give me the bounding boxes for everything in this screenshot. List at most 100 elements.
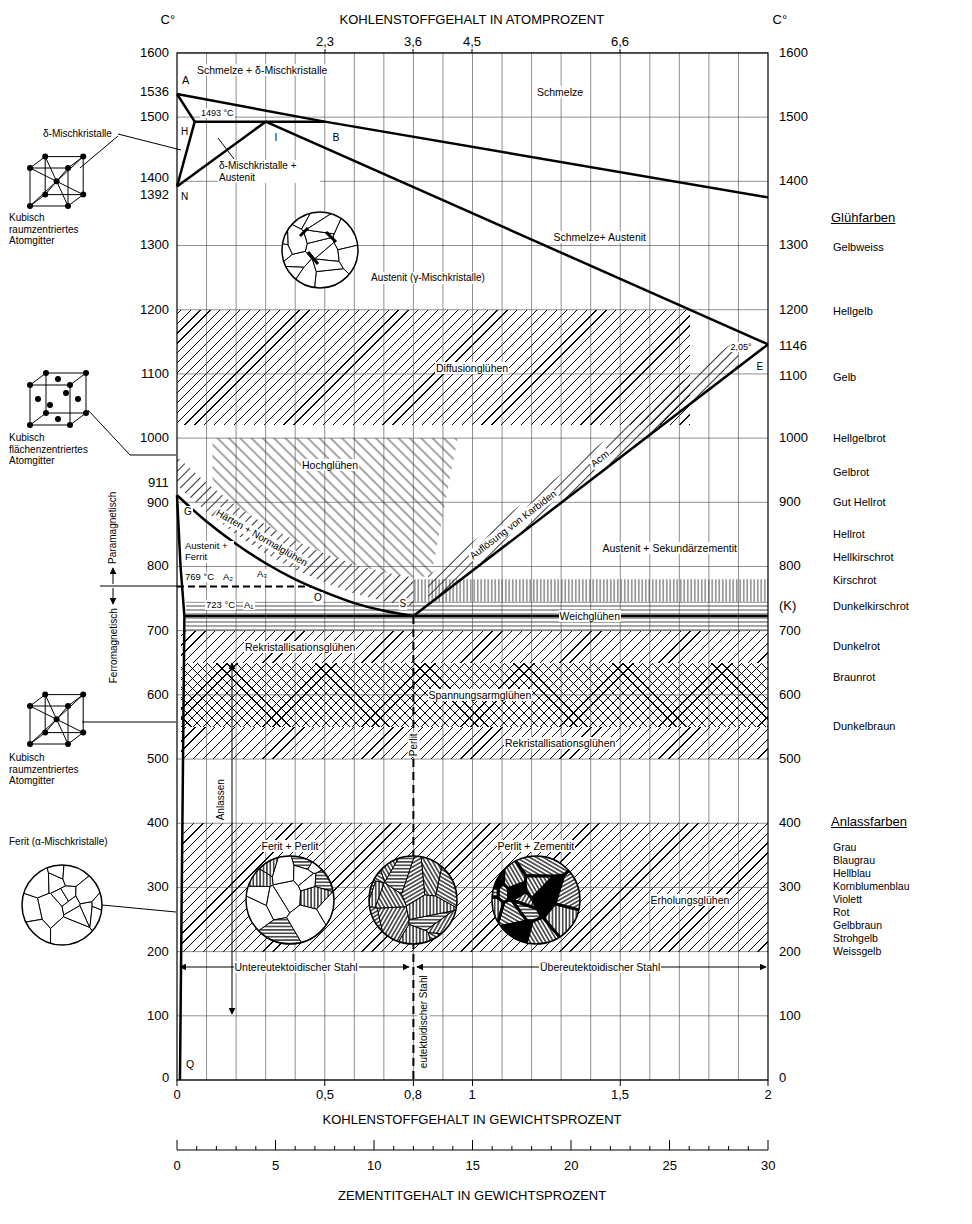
lattice-edge: [30, 706, 57, 719]
twin-boundary: [308, 252, 318, 264]
grid-line: [177, 373, 768, 374]
axis-number: 1100: [778, 369, 808, 384]
grid-line: [177, 823, 768, 824]
band-label: Diffusionglühen: [435, 362, 509, 374]
axis-tick: [334, 1146, 335, 1150]
micrograph-outline: [246, 856, 334, 944]
atom: [67, 382, 73, 388]
axis-number: 1000: [778, 431, 809, 446]
atom: [27, 422, 33, 428]
axis-number: 1,5: [610, 1088, 630, 1103]
axis-unit: C°: [772, 13, 789, 28]
atom: [54, 716, 60, 722]
axis-number: 200: [778, 945, 802, 960]
axis-tick: [275, 1140, 276, 1150]
illustrations: [20, 134, 766, 1014]
axis-tick: [610, 1146, 611, 1150]
atom: [80, 154, 86, 160]
axis-number: 400: [778, 816, 802, 831]
color-name: Dunkelkirschrot: [832, 600, 910, 613]
leader-line: [218, 138, 234, 159]
phase-label: Ferit (α-Mischkristalle): [8, 836, 109, 848]
line-name: A₁: [243, 600, 255, 611]
axis-number: 1300: [139, 238, 170, 253]
axis-tick: [374, 1140, 375, 1150]
axis-tick: [314, 1146, 315, 1150]
axis-number: 800: [778, 559, 802, 574]
twin-boundary: [300, 228, 308, 236]
atom: [80, 692, 86, 698]
phase-label: Schmelze + δ-Mischkristalle: [196, 64, 328, 76]
atom: [63, 390, 69, 396]
grid-line: [177, 759, 768, 760]
micrograph: [490, 854, 582, 946]
phase-label: Austenit (γ-Mischkristalle): [370, 272, 486, 284]
axis-number: 0: [173, 1159, 182, 1174]
phase-label: Schmelze+ Austenit: [553, 231, 648, 243]
axis-unit: C°: [160, 13, 177, 28]
grain: [315, 242, 339, 261]
axis-tick: [413, 1146, 414, 1150]
lattice-edge: [30, 168, 57, 181]
structure-label: Perlit: [407, 732, 419, 757]
axis-number: 1000: [139, 431, 170, 446]
annealing-band: Diffusionglühen: [177, 310, 690, 425]
color-name: Grau: [832, 841, 857, 853]
axis-number: 1500: [139, 110, 170, 125]
phase-label: Austenit + Sekundärzementit: [602, 542, 739, 554]
axis-tick: [511, 1146, 512, 1150]
atom: [65, 741, 71, 747]
color-name: Gelbbraun: [832, 919, 883, 931]
micrograph: [367, 854, 459, 946]
axis-tick: [354, 1146, 355, 1150]
axis-tick: [649, 1146, 650, 1150]
line-name: A₃: [256, 569, 268, 580]
micrograph-outline: [22, 865, 102, 945]
a3-line: [177, 495, 413, 616]
axis-number: 10: [366, 1159, 382, 1174]
color-name: Dunkelbraun: [832, 720, 896, 733]
atom: [27, 203, 33, 209]
atom: [55, 376, 61, 382]
lattice-edge: [70, 385, 71, 425]
axis-number: 400: [146, 816, 170, 831]
grain: [426, 909, 459, 935]
phase-label: δ-Mischkristalle: [42, 128, 113, 140]
point-letter: Q: [185, 1058, 195, 1070]
grid-line: [177, 951, 768, 952]
axis-number: 2,3: [315, 35, 335, 50]
atom: [55, 416, 61, 422]
axis-tick: [413, 1080, 414, 1086]
axis-number: 911: [147, 476, 170, 491]
grain: [20, 919, 51, 947]
axis-number: 1500: [778, 110, 809, 125]
leader-line: [100, 586, 177, 587]
solidus-line: [266, 122, 768, 345]
axis-title: ZEMENTITGEHALT IN GEWICHTSPROZENT: [337, 1189, 607, 1204]
axis-number: 700: [146, 624, 170, 639]
grid-line: [177, 117, 768, 118]
composition-label: 2,05°: [730, 342, 753, 352]
line-name: Acm: [588, 447, 612, 470]
color-name: Weissgelb: [832, 945, 882, 957]
axis-number: 300: [146, 880, 170, 895]
axis-number: 2: [764, 1088, 773, 1103]
axis-tick: [295, 1146, 296, 1150]
axis-tick: [590, 1146, 591, 1150]
point-letter: N: [180, 191, 189, 203]
micrograph-outline: [282, 212, 358, 288]
point-letter: I: [274, 132, 279, 144]
axis-number: 900: [146, 496, 170, 511]
liquidus-line: [177, 94, 768, 197]
solidus-line: [177, 94, 195, 122]
axis-title: KOHLENSTOFFGEHALT IN ATOMPROZENT: [339, 13, 606, 28]
grain: [525, 876, 554, 899]
peritectic-line: [195, 120, 325, 123]
grain: [61, 886, 76, 901]
axis-number: 100: [778, 1009, 802, 1024]
acm-line: [413, 344, 768, 616]
axis-number: 600: [778, 688, 802, 703]
lattice-edge: [46, 373, 47, 413]
axis-tick: [472, 1140, 473, 1150]
structure-label: Ferit + Perlit: [261, 840, 320, 852]
